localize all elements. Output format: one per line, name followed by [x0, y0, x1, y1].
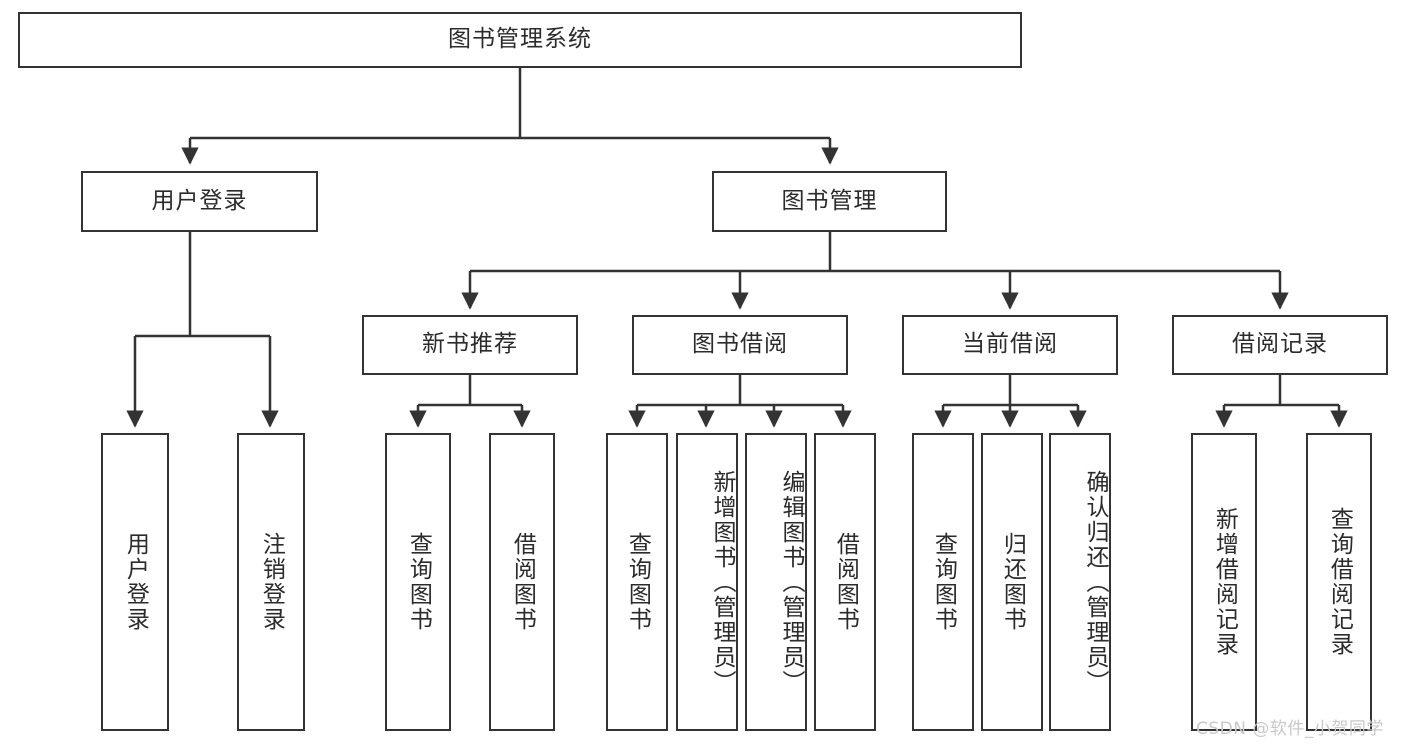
node-leaf-query-book-1[interactable]: 查询图书 [385, 433, 451, 731]
node-leaf-logout[interactable]: 注销登录 [237, 433, 305, 731]
node-leaf-add-record-label: 新增借阅记录 [1211, 507, 1238, 657]
node-new-book-recommend-label: 新书推荐 [422, 331, 518, 358]
node-leaf-add-book-label: 新增图书（管理员） [709, 469, 735, 695]
node-leaf-query-record[interactable]: 查询借阅记录 [1306, 433, 1372, 731]
node-book-borrow[interactable]: 图书借阅 [632, 315, 848, 375]
node-new-book-recommend[interactable]: 新书推荐 [362, 315, 578, 375]
node-leaf-return-book-label: 归还图书 [999, 532, 1026, 632]
node-leaf-query-book-2[interactable]: 查询图书 [606, 433, 668, 731]
node-leaf-add-book[interactable]: 新增图书（管理员） [676, 433, 738, 731]
node-leaf-return-book[interactable]: 归还图书 [981, 433, 1043, 731]
node-leaf-confirm-return-label: 确认归还（管理员） [1082, 469, 1108, 695]
node-leaf-borrow-book-2-label: 借阅图书 [832, 532, 859, 632]
node-root[interactable]: 图书管理系统 [18, 12, 1022, 68]
node-user-login-label: 用户登录 [151, 187, 248, 214]
node-leaf-user-login[interactable]: 用户登录 [101, 433, 169, 731]
node-leaf-borrow-book-2[interactable]: 借阅图书 [814, 433, 876, 731]
node-leaf-edit-book-label: 编辑图书（管理员） [778, 469, 804, 695]
node-borrow-record-label: 借阅记录 [1232, 331, 1328, 358]
node-leaf-query-book-3-label: 查询图书 [930, 532, 957, 632]
node-leaf-borrow-book-1-label: 借阅图书 [509, 532, 536, 632]
node-leaf-query-book-1-label: 查询图书 [405, 532, 432, 632]
node-leaf-user-login-label: 用户登录 [122, 532, 149, 632]
csdn-watermark: CSDN @软件_小贺同学 [1196, 719, 1384, 739]
node-book-management-label: 图书管理 [781, 187, 878, 214]
node-leaf-borrow-book-1[interactable]: 借阅图书 [489, 433, 555, 731]
node-leaf-add-record[interactable]: 新增借阅记录 [1191, 433, 1257, 731]
node-book-borrow-label: 图书借阅 [692, 331, 788, 358]
node-current-borrow-label: 当前借阅 [962, 331, 1058, 358]
node-leaf-confirm-return[interactable]: 确认归还（管理员） [1049, 433, 1111, 731]
node-leaf-query-book-2-label: 查询图书 [624, 532, 651, 632]
node-leaf-logout-label: 注销登录 [258, 532, 285, 632]
node-leaf-query-record-label: 查询借阅记录 [1326, 507, 1353, 657]
node-leaf-edit-book[interactable]: 编辑图书（管理员） [745, 433, 807, 731]
node-root-label: 图书管理系统 [448, 26, 592, 53]
node-book-management[interactable]: 图书管理 [712, 171, 947, 232]
node-borrow-record[interactable]: 借阅记录 [1172, 315, 1388, 375]
node-leaf-query-book-3[interactable]: 查询图书 [912, 433, 974, 731]
node-current-borrow[interactable]: 当前借阅 [902, 315, 1118, 375]
node-user-login[interactable]: 用户登录 [81, 171, 318, 232]
